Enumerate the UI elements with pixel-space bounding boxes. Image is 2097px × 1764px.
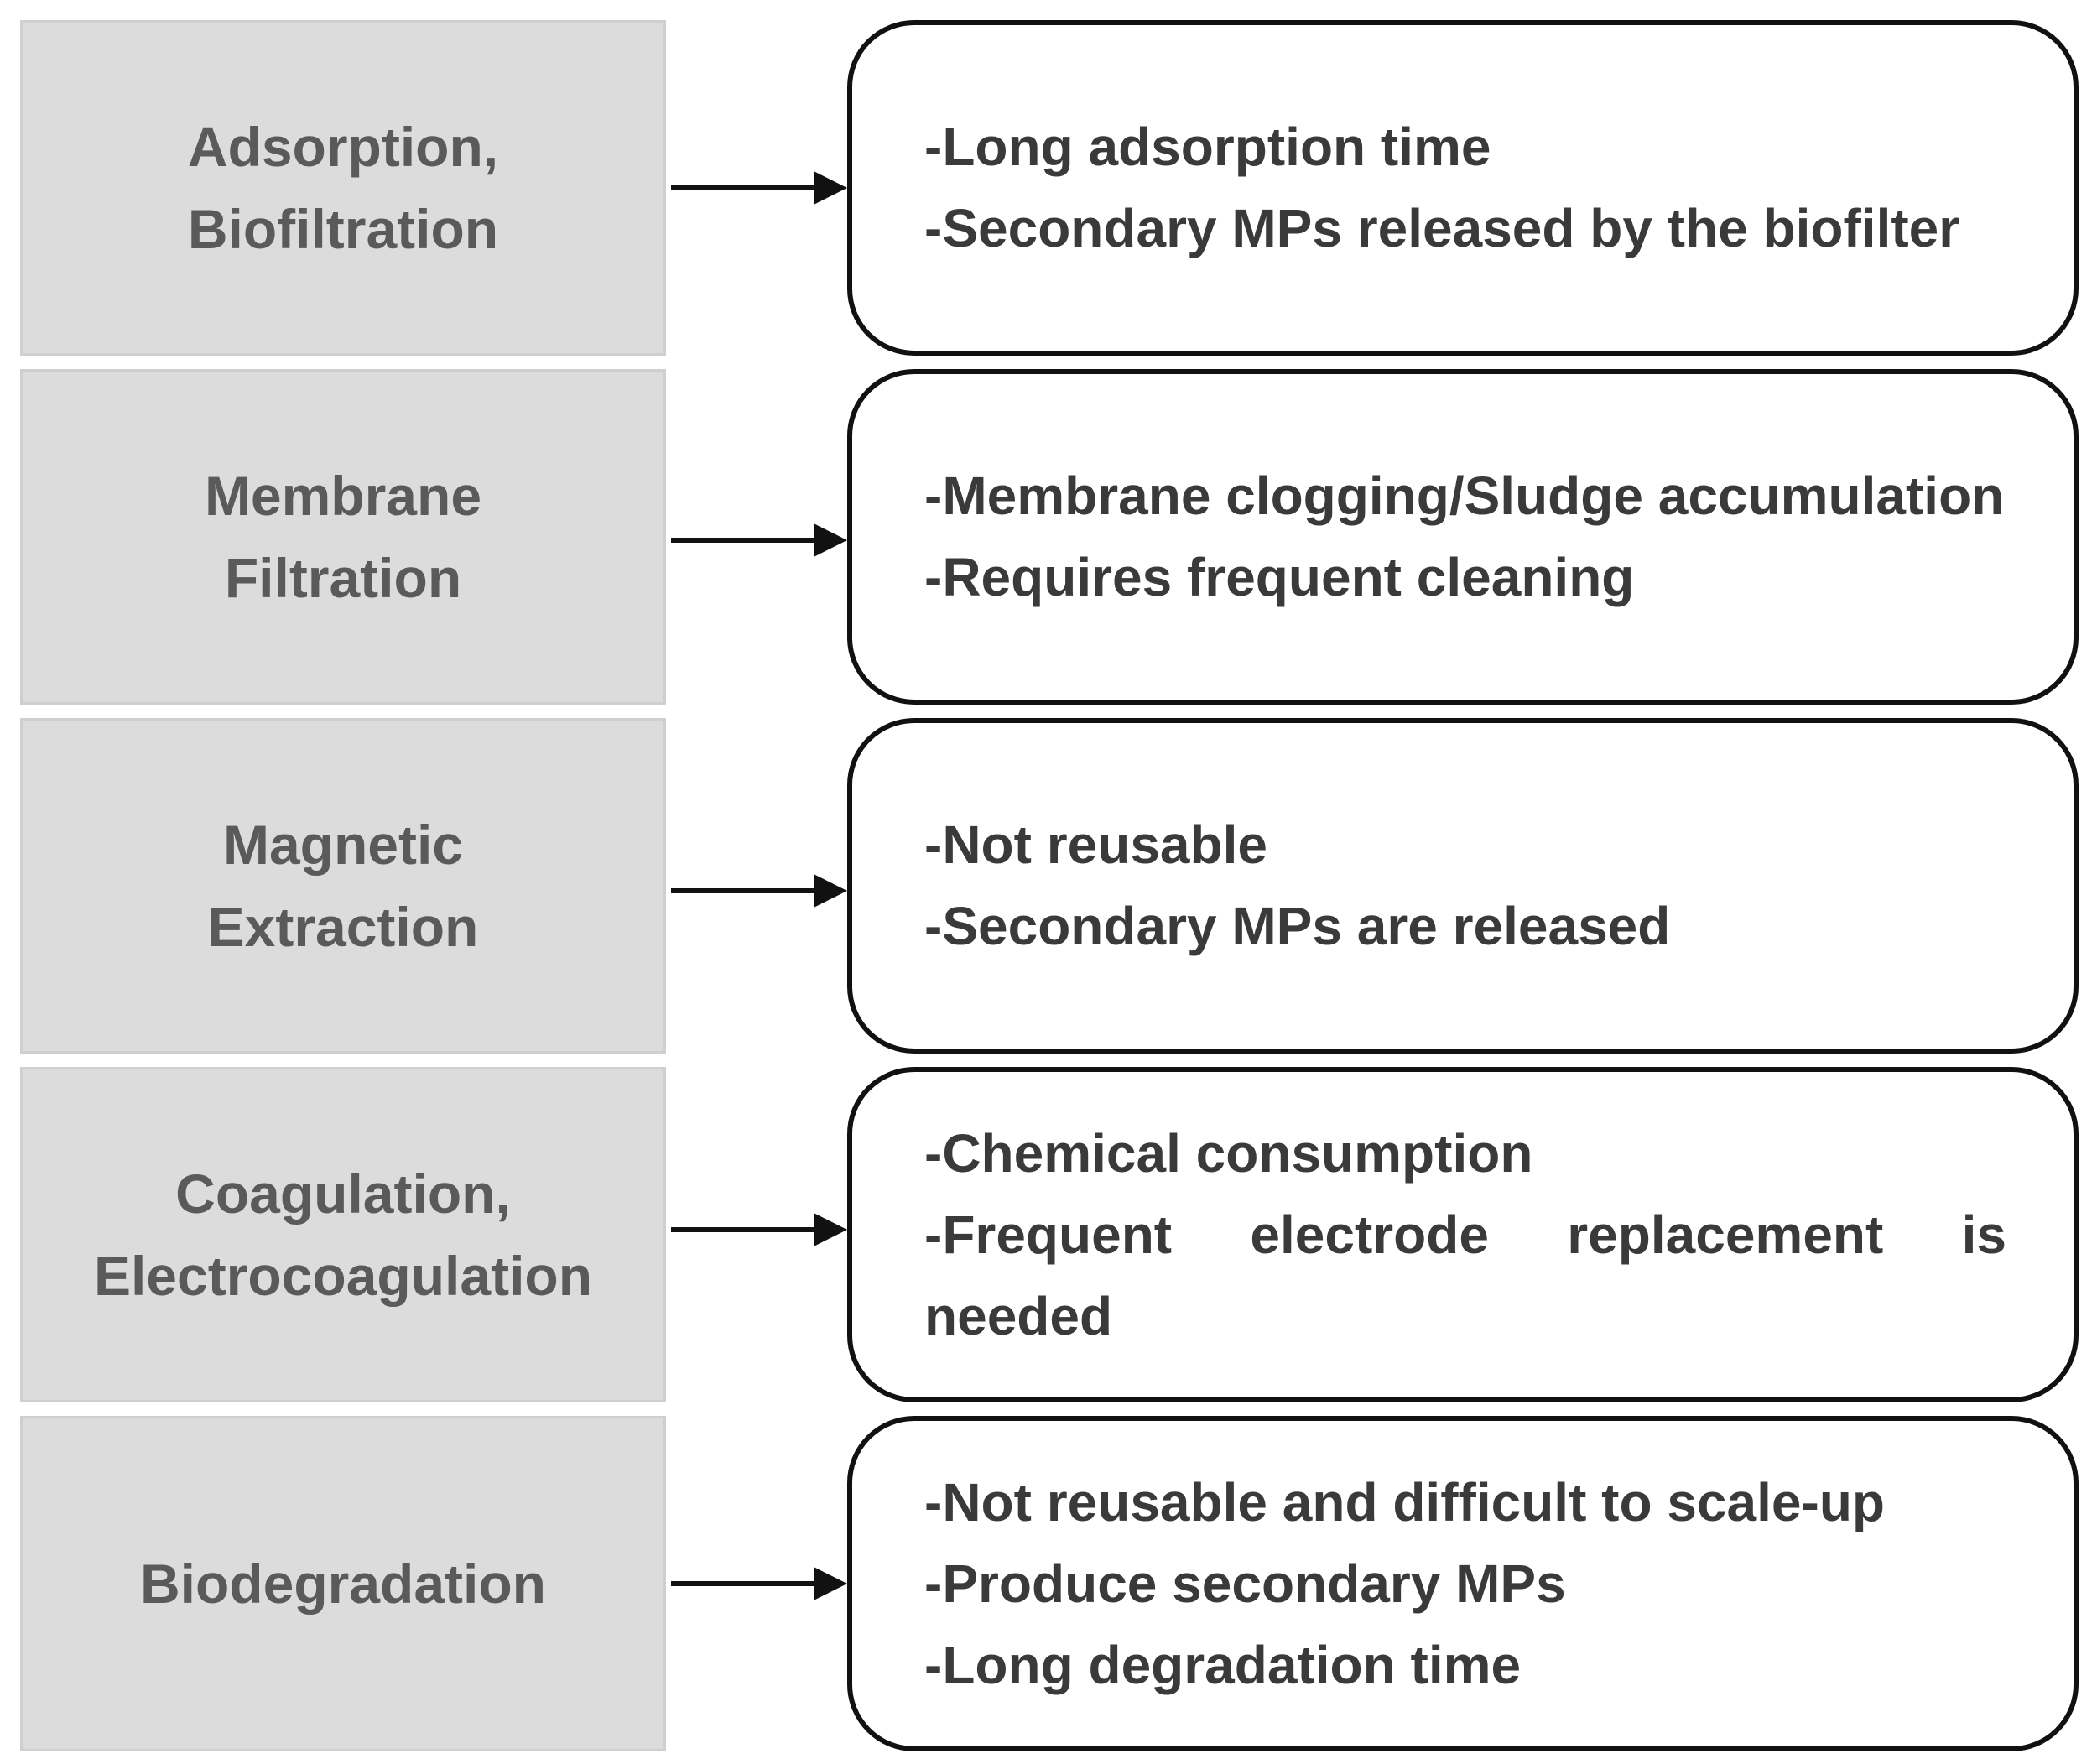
arrow-right-icon <box>671 171 847 205</box>
method-label: Coagulation, Electrocoagulation <box>93 1163 593 1307</box>
drawback-item: -Chemical consumption <box>924 1122 1533 1184</box>
method-label: Adsorption, Biofiltration <box>187 116 499 260</box>
method-box: Magnetic Extraction <box>20 718 666 1054</box>
arrow-right-icon <box>671 874 847 908</box>
method-box: Coagulation, Electrocoagulation <box>20 1067 666 1402</box>
drawback-item: -Requires frequent cleaning <box>924 547 1635 607</box>
method-label: Membrane Filtration <box>204 465 482 609</box>
drawback-item: -Not reusable <box>924 814 1267 875</box>
row-biodegradation: Biodegradation -Not reusable and difficu… <box>0 1416 2097 1763</box>
row-magnetic-extraction: Magnetic Extraction -Not reusable -Secon… <box>0 718 2097 1065</box>
method-box: Biodegradation <box>20 1416 666 1751</box>
drawback-box: -Not reusable -Secondary MPs are release… <box>847 718 2079 1054</box>
drawback-box: -Chemical consumption -Frequent electrod… <box>847 1067 2079 1402</box>
row-membrane-filtration: Membrane Filtration -Membrane clogging/S… <box>0 369 2097 716</box>
drawback-item: -Long degradation time <box>924 1634 1522 1695</box>
drawback-item: -Membrane clogging/Sludge accumulation <box>924 466 2005 526</box>
drawback-item: -Secondary MPs released by the biofilter <box>924 198 1960 258</box>
method-label: Biodegradation <box>139 1553 546 1615</box>
drawback-item: -Produce secondary MPs <box>924 1553 1566 1614</box>
method-box: Adsorption, Biofiltration <box>20 20 666 356</box>
arrow-right-icon <box>671 523 847 557</box>
drawback-box: -Not reusable and difficult to scale-up … <box>847 1416 2079 1751</box>
row-adsorption-biofiltration: Adsorption, Biofiltration -Long adsorpti… <box>0 20 2097 367</box>
arrow-right-icon <box>671 1213 847 1246</box>
drawback-item: -Long adsorption time <box>924 117 1491 177</box>
method-box: Membrane Filtration <box>20 369 666 705</box>
method-label: Magnetic Extraction <box>207 814 479 958</box>
drawback-box: -Long adsorption time -Secondary MPs rel… <box>847 20 2079 356</box>
drawback-item: -Frequent electrode replacement is neede… <box>924 1204 2006 1346</box>
drawback-item: -Not reusable and difficult to scale-up <box>924 1471 1885 1532</box>
arrow-right-icon <box>671 1567 847 1600</box>
drawback-box: -Membrane clogging/Sludge accumulation -… <box>847 369 2079 705</box>
row-coagulation-electrocoagulation: Coagulation, Electrocoagulation -Chemica… <box>0 1067 2097 1414</box>
drawback-item: -Secondary MPs are released <box>924 896 1671 956</box>
